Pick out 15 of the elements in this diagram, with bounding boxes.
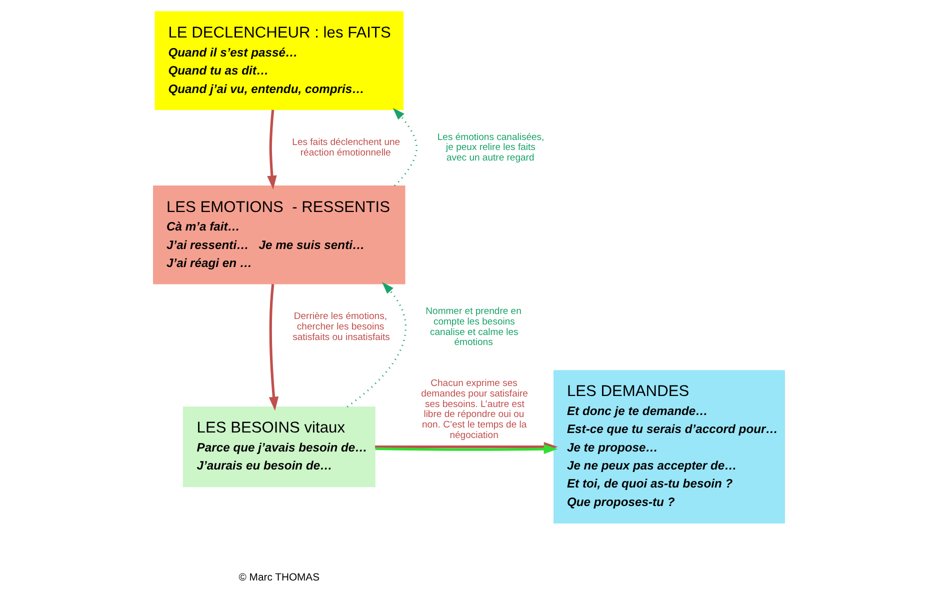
node-box: LE DECLENCHEUR : les FAITS Quand il s’est passé… Quand tu as dit… Quand j’ai vu, entendu, compris… [154,11,404,110]
edge-label: Derrière les émotions, chercher les besoins satisfaits ou insatisfaits [292,311,390,344]
node-box: LES EMOTIONS - RESSENTIS Cà m’a fait… J’ai ressenti… Je me suis senti… J’ai réagi en … [152,185,405,284]
label: © Marc THOMAS [238,572,320,584]
edge-label: Nommer et prendre en compte les besoins canalise et calme les émotions [425,306,521,348]
arrow [374,444,558,454]
edge-label: Chacun exprime ses demandes pour satisfaire ses besoins. L’autre est libre de répondre oui ou non. C’est le temps de la négociation [420,378,528,441]
edge-label: Les faits déclenchent une réaction émotionnelle [292,136,400,158]
arrow [392,108,417,186]
arrow [268,284,278,411]
edge-label: Les émotions canalisées, je peux relire les faits avec un autre regard [436,132,544,164]
node-box: LES DEMANDES Et donc je te demande… Est-ce que tu serais d’accord pour… Je te propose… Je ne peux pas accepter de… Et toi, de quoi as-tu besoin ? Que proposes-tu ? [553,370,784,524]
arrow [266,110,276,190]
node-box: LES BESOINS vitaux Parce que j’avais besoin de… J’aurais eu besoin de… [182,406,375,488]
arrow [346,282,406,408]
